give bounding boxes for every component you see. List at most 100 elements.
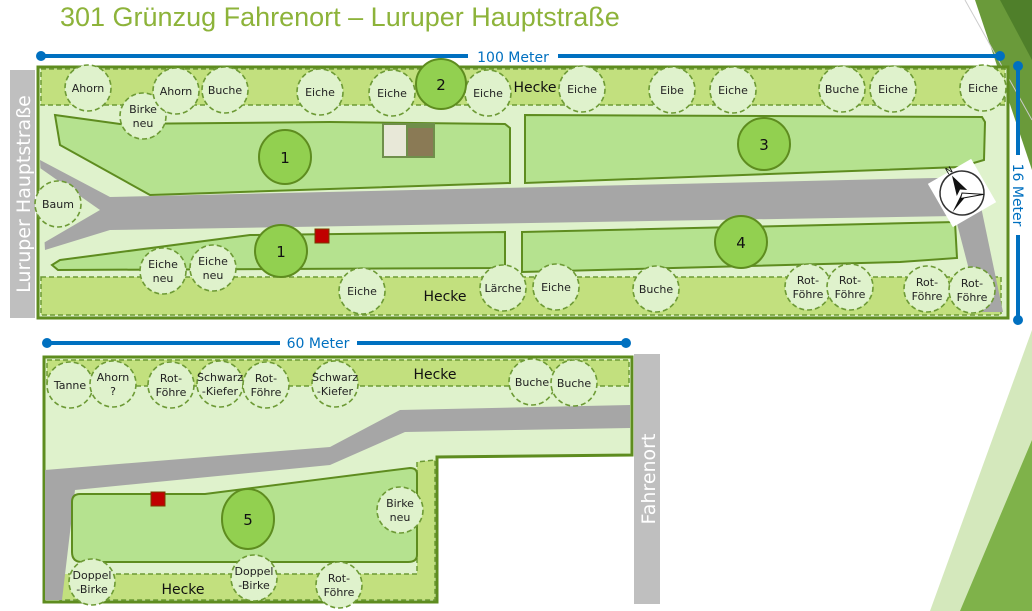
tree-circle (376, 486, 424, 534)
tree-marker: Eiche (869, 65, 917, 113)
hedge-label: Hecke (423, 289, 466, 305)
tree-marker: Ahorn (64, 64, 112, 112)
tree-marker: Eiche (296, 68, 344, 116)
tree-circle (784, 263, 832, 311)
tree-circle (89, 360, 137, 408)
tree-circle (709, 66, 757, 114)
tree-label: Eiche (567, 83, 597, 96)
scale-bottom: 60 Meter (42, 336, 631, 352)
tree-marker: Rot-Föhre (826, 263, 874, 311)
tree-circle (196, 360, 244, 408)
scale-right-label: 16 Meter (1009, 164, 1025, 227)
tree-label: Rot-Föhre (251, 372, 282, 399)
tree-marker: Tanne (46, 361, 94, 409)
tree-marker: Eiche (532, 263, 580, 311)
tree-marker: Buche (508, 358, 556, 406)
tree-label: Schwarz-Kiefer (312, 371, 358, 398)
tree-circle (648, 66, 696, 114)
tree-marker: Rot-Föhre (948, 266, 996, 314)
tree-marker: Rot-Föhre (903, 265, 951, 313)
scale-right: 16 Meter (1009, 61, 1025, 325)
tree-marker: Schwarz-Kiefer (196, 360, 244, 408)
tree-label: Eiche (377, 87, 407, 100)
tree-label: Tanne (53, 379, 87, 392)
area-number: 2 (436, 76, 446, 94)
tree-label: Eibe (660, 84, 684, 97)
tree-label: Eiche (541, 281, 571, 294)
tree-marker: Baum (34, 180, 82, 228)
tree-circle (818, 65, 866, 113)
tree-label: Buche (639, 283, 674, 296)
lower-plot: Hecke Hecke (42, 355, 634, 604)
tree-marker: Eibe (648, 66, 696, 114)
tree-circle (632, 265, 680, 313)
tree-circle (903, 265, 951, 313)
tree-label: Eiche (718, 84, 748, 97)
tree-circle (147, 361, 195, 409)
tree-circle (201, 66, 249, 114)
tree-circle (550, 359, 598, 407)
tree-circle (189, 244, 237, 292)
tree-circle (152, 67, 200, 115)
tree-label: Ahorn? (97, 371, 130, 398)
area-number: 1 (276, 243, 286, 261)
area-number: 1 (280, 149, 290, 167)
tree-marker: Eiche (338, 267, 386, 315)
hedge-label: Hecke (161, 582, 204, 598)
tree-label: Buche (515, 376, 550, 389)
tree-circle (826, 263, 874, 311)
tree-circle (242, 361, 290, 409)
tree-marker: Buche (201, 66, 249, 114)
area-marker-1: 1 (258, 129, 312, 185)
scale-bottom-label: 60 Meter (287, 336, 350, 352)
tree-circle (338, 267, 386, 315)
area-marker-4: 4 (714, 215, 768, 269)
tree-marker: Rot-Föhre (784, 263, 832, 311)
tree-marker: Ahorn? (89, 360, 137, 408)
tree-circle (64, 64, 112, 112)
tree-label: Lärche (485, 282, 522, 295)
tree-marker: Rot-Föhre (242, 361, 290, 409)
tree-label: Eiche (305, 86, 335, 99)
tree-marker: Buche (550, 359, 598, 407)
tree-label: Rot-Föhre (835, 274, 866, 301)
tree-circle (315, 561, 363, 609)
marker-square (314, 228, 330, 244)
area-number: 4 (736, 234, 746, 252)
street-left-label: Luruper Hauptstraße (13, 95, 35, 293)
tree-marker: Lärche (479, 264, 527, 312)
street-luruper-hauptstrasse: Luruper Hauptstraße (10, 70, 35, 318)
marker-square (150, 491, 166, 507)
tree-circle (464, 69, 512, 117)
tree-circle (311, 360, 359, 408)
tree-label: Eiche (968, 82, 998, 95)
tree-circle (34, 180, 82, 228)
tree-circle (368, 69, 416, 117)
hedge-label: Hecke (513, 80, 556, 96)
tree-marker: Schwarz-Kiefer (311, 360, 359, 408)
scale-top-label: 100 Meter (477, 50, 549, 66)
svg-text:N: N (944, 165, 955, 177)
tree-marker: Eiche (959, 64, 1007, 112)
tree-label: Eiche (878, 83, 908, 96)
tree-label: Doppel-Birke (73, 569, 112, 596)
tree-label: Doppel-Birke (235, 565, 274, 592)
street-fahrenort: Fahrenort (634, 354, 660, 604)
tree-circle (139, 247, 187, 295)
tree-label: Ahorn (160, 85, 193, 98)
tree-marker: Ahorn (152, 67, 200, 115)
area-marker-5: 5 (221, 488, 275, 550)
page-title: 301 Grünzug Fahrenort – Luruper Hauptstr… (60, 2, 620, 32)
tree-circle (68, 558, 116, 606)
tree-label: Rot-Föhre (156, 372, 187, 399)
tree-label: Buche (208, 84, 243, 97)
tree-circle (296, 68, 344, 116)
